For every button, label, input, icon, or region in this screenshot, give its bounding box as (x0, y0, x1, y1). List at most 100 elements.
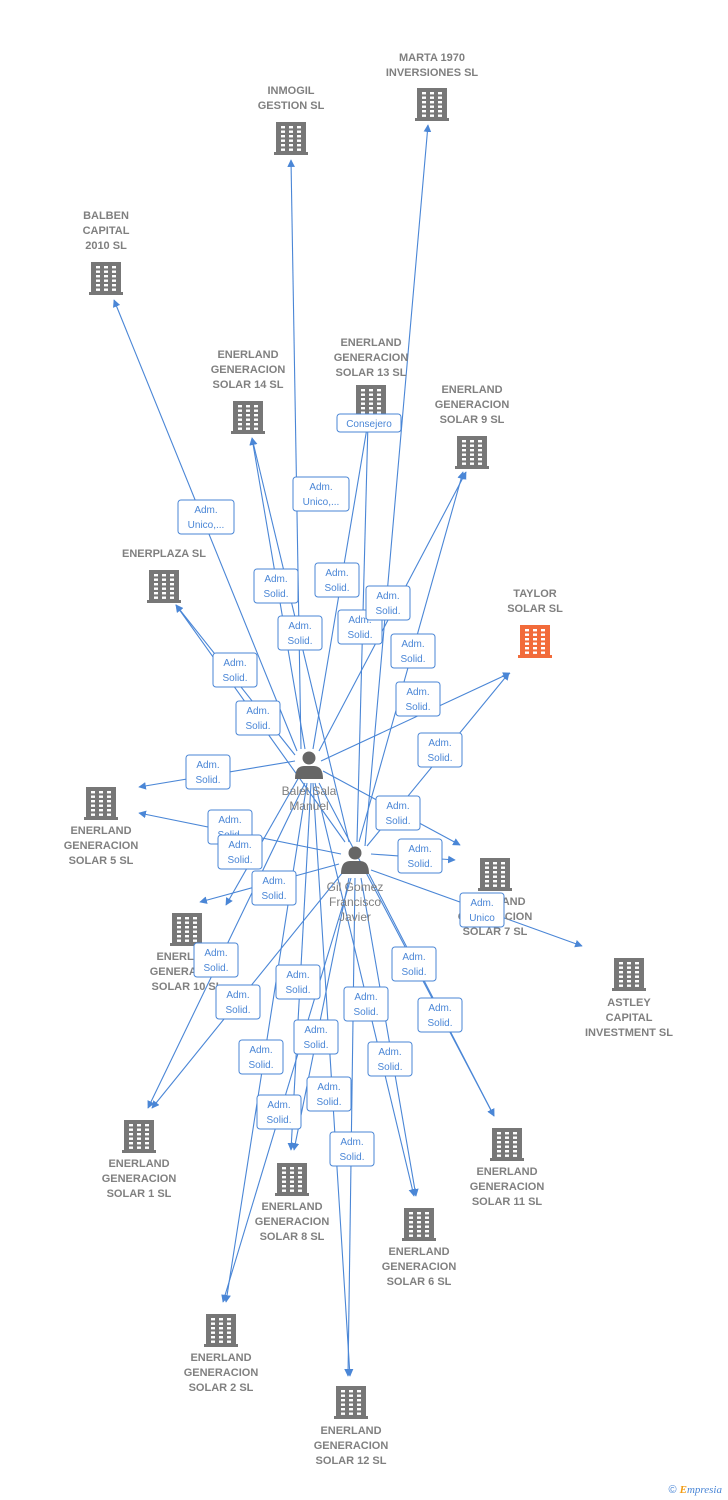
relation-label-balet-s13[interactable]: Adm.Solid. (314, 562, 360, 598)
building-window (282, 1185, 286, 1188)
relation-label-balet-s6[interactable]: Adm.Solid. (343, 986, 389, 1022)
relation-label-gil-astley[interactable]: Adm.Unico (459, 892, 505, 928)
building-icon[interactable] (275, 1163, 309, 1196)
building-icon[interactable] (147, 570, 181, 603)
building-window (177, 939, 181, 942)
relation-label-gil-s2[interactable]: Adm.Solid. (256, 1094, 302, 1130)
relation-label-balet-balben[interactable]: Adm.Unico,... (177, 499, 235, 535)
building-window (282, 1189, 286, 1192)
building-window (289, 148, 293, 151)
building-icon[interactable] (354, 385, 388, 418)
relation-label-balet-s2[interactable]: Adm.Solid. (238, 1039, 284, 1075)
relation-label-balet-s14[interactable]: Adm.Solid. (253, 568, 299, 604)
relation-label-gil-s14[interactable]: Adm.Solid. (277, 615, 323, 651)
building-icon[interactable] (490, 1128, 524, 1161)
building-icon[interactable] (612, 958, 646, 991)
building-icon[interactable] (204, 1314, 238, 1347)
relation-label-balet-s12[interactable]: Adm.Solid. (306, 1076, 352, 1112)
building-icon[interactable] (402, 1208, 436, 1241)
relation-label-gil-s9[interactable]: Adm.Solid. (390, 633, 436, 669)
building-icon[interactable] (455, 436, 489, 469)
building-window (99, 813, 103, 816)
relation-label-balet-s8[interactable]: Adm.Solid. (275, 964, 321, 1000)
building-icon[interactable] (478, 858, 512, 891)
relation-label-gil-s1[interactable]: Adm.Solid. (215, 984, 261, 1020)
relation-label-balet-taylor[interactable]: Adm.Solid. (395, 681, 441, 717)
company-name[interactable]: ENERPLAZA SL (122, 548, 206, 560)
relation-label-gil-s10[interactable]: Adm.Solid. (251, 870, 297, 906)
relation-label-gil-enerplaza[interactable]: Adm.Solid. (235, 700, 281, 736)
relation-label-gil-s6[interactable]: Adm.Solid. (367, 1041, 413, 1077)
building-icon[interactable] (231, 401, 265, 434)
relation-label-gil-s11[interactable]: Adm.Solid. (417, 997, 463, 1033)
building-window (177, 917, 181, 920)
building-icon[interactable] (274, 122, 308, 155)
relation-label-gil-s7[interactable]: Adm.Solid. (397, 838, 443, 874)
relation-label-balet-enerplaza[interactable]: Adm.Solid. (212, 652, 258, 688)
relation-label-gil-s12[interactable]: Adm.Solid. (329, 1131, 375, 1167)
relation-label-balet-s11[interactable]: Adm.Solid. (391, 946, 437, 982)
building-base (89, 292, 123, 295)
relation-label-text: Adm.Solid. (227, 840, 252, 866)
relation-label-balet-s10[interactable]: Adm.Solid. (217, 834, 263, 870)
building-icon[interactable] (84, 787, 118, 820)
person-icon[interactable] (295, 751, 323, 780)
building-icon[interactable] (334, 1386, 368, 1419)
relation-label-gil-marta[interactable]: Consejero (336, 413, 402, 433)
relation-label-text: Adm.Solid. (427, 1003, 452, 1029)
building-window (635, 971, 639, 974)
building-window (635, 962, 639, 965)
relation-label-balet-s5[interactable]: Adm.Solid. (185, 754, 231, 790)
building-window (297, 126, 301, 129)
building-window (497, 1136, 501, 1139)
building-icon[interactable] (518, 625, 552, 658)
relation-label-balet-s1[interactable]: Adm.Solid. (193, 942, 239, 978)
company-node-enerplaza[interactable]: ENERPLAZA SL (122, 548, 206, 603)
building-icon[interactable] (122, 1120, 156, 1153)
building-icon[interactable] (170, 913, 204, 946)
building-icon[interactable] (89, 262, 123, 295)
relation-label-balet-s9[interactable]: Adm.Solid. (365, 585, 411, 621)
relation-label-gil-taylor[interactable]: Adm.Solid. (417, 732, 463, 768)
relation-label-balet-s7[interactable]: Adm.Solid. (375, 795, 421, 831)
relation-label-text: Adm.Unico,... (303, 482, 340, 508)
person-icon[interactable] (341, 846, 369, 875)
relation-label-balet-inmogil[interactable]: Adm.Unico,... (292, 476, 350, 512)
relation-label-gil-s8[interactable]: Adm.Solid. (293, 1019, 339, 1055)
building-icon[interactable] (415, 88, 449, 121)
